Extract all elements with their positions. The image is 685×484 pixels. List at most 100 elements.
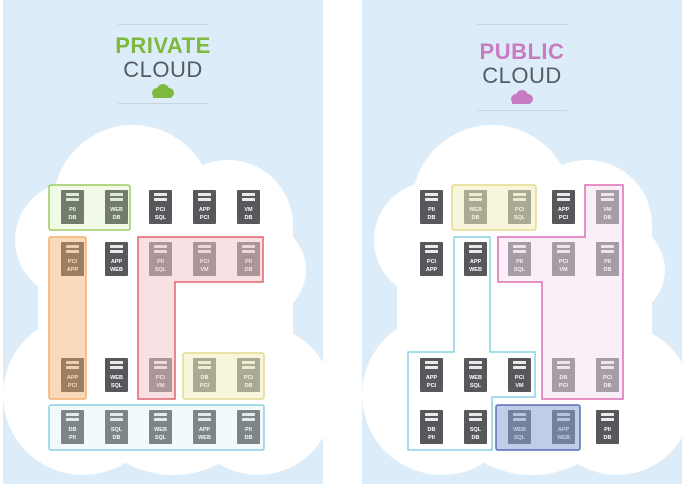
server-bays (425, 413, 438, 423)
server-label-bottom: DB (68, 215, 77, 221)
server-bays (425, 245, 438, 255)
server-label-top: PII (69, 207, 76, 213)
server-slot: PII DB (590, 408, 625, 446)
zone-magenta (497, 184, 624, 400)
server-icon: PCI SQL (149, 190, 172, 224)
server-slot: PCI SQL (143, 188, 178, 226)
server-icon: WEB DB (105, 190, 128, 224)
server-label-top: APP (110, 259, 123, 265)
public-cloud-panel: PUBLIC CLOUD PIIDBWEBDBPCISQLAPPPCIVMDBP… (362, 0, 682, 484)
server-bays (469, 245, 482, 255)
server-bays (513, 361, 526, 371)
server-slot: SQL DB (458, 408, 493, 446)
server-slot: PII DB (55, 188, 90, 226)
server-label-bottom: DB (112, 215, 121, 221)
server-label-bottom: SQL (154, 215, 167, 221)
server-label-bottom: APP (66, 267, 79, 273)
server-bays (242, 193, 255, 203)
server-bays (110, 193, 123, 203)
server-icon: DB PII (61, 410, 84, 444)
server-label-top: PII (428, 207, 435, 213)
server-label-bottom: DB (244, 215, 253, 221)
server-bays (469, 361, 482, 371)
server-label-bottom: DB (603, 435, 612, 441)
server-label-top: SQL (110, 427, 123, 433)
zone-red (137, 236, 264, 400)
server-slot: WEB DB (99, 188, 134, 226)
server-icon: PCI APP (420, 242, 443, 276)
panel-title-line-1: PRIVATE (115, 33, 211, 58)
server-label-top: PCI (426, 259, 437, 265)
server-label-top: WEB (154, 427, 167, 433)
server-bays (425, 193, 438, 203)
server-bays (242, 413, 255, 423)
server-icon: VM DB (237, 190, 260, 224)
server-label-top: APP (425, 375, 438, 381)
server-slot: PCI APP (414, 240, 449, 278)
cloud-icon (152, 84, 174, 98)
server-icon: PII DB (420, 190, 443, 224)
server-label-bottom: SQL (154, 435, 167, 441)
server-label-top: APP (198, 207, 211, 213)
title-rule-top (118, 24, 208, 25)
server-label-bottom: DB (112, 435, 121, 441)
server-bays (110, 361, 123, 371)
server-slot: DB PII (55, 408, 90, 446)
server-label-top: VM (244, 207, 253, 213)
server-label-bottom: PCI (558, 215, 569, 221)
server-label-top: SQL (469, 427, 482, 433)
server-slot: PCI APP (55, 240, 90, 278)
server-label-bottom: APP (425, 267, 438, 273)
server-bays (154, 413, 167, 423)
server-label-bottom: PII (69, 435, 76, 441)
zone-purple (495, 404, 581, 451)
server-bays (425, 361, 438, 371)
server-label-top: PII (604, 427, 611, 433)
server-label-top: PII (245, 427, 252, 433)
server-label-top: PCI (514, 375, 525, 381)
server-slot: APP WEB (187, 408, 222, 446)
server-label-bottom: DB (471, 435, 480, 441)
server-bays (198, 193, 211, 203)
server-label-top: PCI (155, 207, 166, 213)
server-icon: PII DB (596, 410, 619, 444)
server-bays (110, 245, 123, 255)
server-slot: SQL DB (99, 408, 134, 446)
server-bays (66, 193, 79, 203)
title-rule-top (477, 24, 567, 25)
server-bays (66, 413, 79, 423)
server-label-bottom: WEB (198, 435, 211, 441)
server-icon: SQL DB (105, 410, 128, 444)
server-icon: APP WEB (193, 410, 216, 444)
server-icon: PCI APP (61, 242, 84, 276)
server-label-top: APP (198, 427, 211, 433)
server-label-bottom: SQL (469, 383, 482, 389)
server-label-top: DB (68, 427, 77, 433)
server-label-bottom: DB (427, 215, 436, 221)
zone-orange (48, 236, 87, 400)
server-label-top: WEB (110, 207, 123, 213)
server-label-top: PCI (67, 259, 78, 265)
server-label-bottom: PCI (67, 383, 78, 389)
zone-overlay (48, 184, 265, 451)
server-bays (66, 245, 79, 255)
server-label-bottom: WEB (469, 267, 482, 273)
server-icon: APP PCI (420, 358, 443, 392)
zone-blue (407, 236, 536, 451)
zone-blue (48, 404, 265, 451)
server-bays (557, 193, 570, 203)
server-label-bottom: PCI (426, 383, 437, 389)
